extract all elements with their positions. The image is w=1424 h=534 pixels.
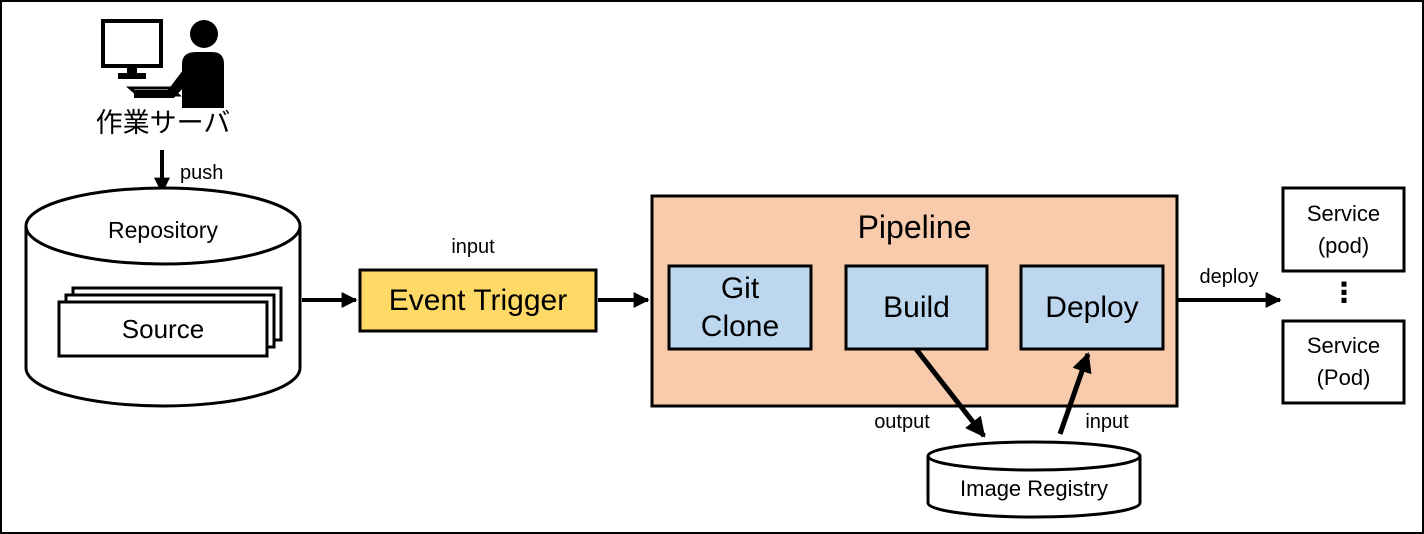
source-document-stack xyxy=(57,286,283,358)
service-top-box xyxy=(1281,186,1406,273)
output-edge-label: output xyxy=(874,411,930,433)
image-registry-label: Image Registry xyxy=(960,475,1108,501)
git-clone-step-box xyxy=(667,264,813,351)
build-step-box xyxy=(844,264,989,351)
repository-label: Repository xyxy=(108,217,218,243)
service-top-label: Service (pod) xyxy=(1306,200,1381,258)
source-label: Source xyxy=(121,314,205,345)
event-trigger-box xyxy=(358,268,598,333)
pipeline-label: Pipeline xyxy=(857,209,972,245)
input-registry-edge-label: input xyxy=(1085,411,1129,433)
build-step-label: Build xyxy=(883,290,950,324)
service-bottom-label: Service (Pod) xyxy=(1306,333,1381,390)
person-at-computer-icon xyxy=(101,19,224,108)
event-trigger-label: Event Trigger xyxy=(388,283,568,317)
push-edge-label: push xyxy=(180,162,224,184)
deploy-step-box xyxy=(1019,264,1165,351)
input-trigger-edge-label: input xyxy=(451,236,495,258)
image-registry-cylinder xyxy=(926,440,1142,519)
deploy-step-label: Deploy xyxy=(1045,290,1139,324)
service-bottom-box xyxy=(1281,319,1406,405)
service-ellipsis: ⋮ xyxy=(1330,277,1358,308)
build-to-registry-arrow xyxy=(914,347,986,438)
registry-to-deploy-arrow xyxy=(1057,352,1092,435)
deploy-edge-label: deploy xyxy=(1199,266,1259,288)
git-clone-step-label: Git Clone xyxy=(700,272,780,343)
worker-label: 作業サーバ xyxy=(95,108,231,138)
